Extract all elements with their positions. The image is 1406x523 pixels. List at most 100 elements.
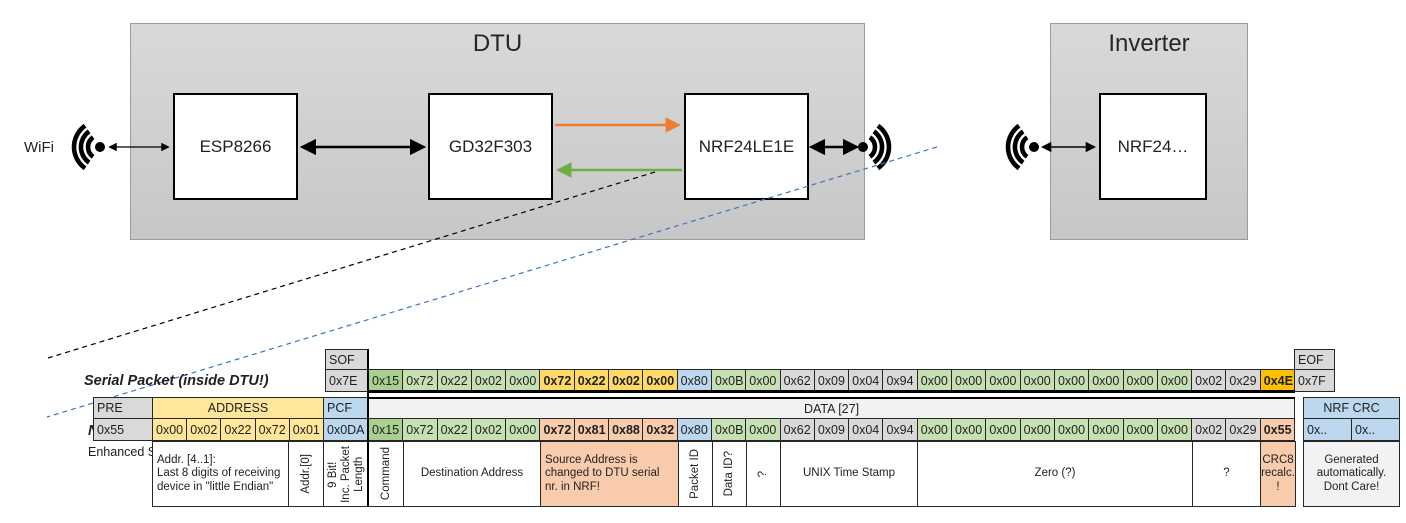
byte-cell: 0x72 (402, 418, 438, 441)
byte-cell: 0x04 (848, 418, 884, 441)
annotation-cell: Destination Address (403, 441, 541, 507)
byte-cell: 0x22 (220, 418, 256, 441)
byte-cell: 0x94 (882, 418, 918, 441)
byte-cell: 0x04 (848, 369, 884, 392)
byte-cell: 0x62 (779, 418, 815, 441)
byte-cell: 0x00 (505, 418, 541, 441)
byte-cell: 0x15 (368, 418, 404, 441)
esp8266-box: ESP8266 (173, 93, 298, 200)
annotation-cell: CRC8 recalc. ! (1260, 441, 1296, 507)
wifi-icon (858, 123, 892, 171)
byte-cell: 0x29 (1225, 418, 1261, 441)
byte-cell: 0x02 (1191, 418, 1227, 441)
byte-cell: 0x80 (676, 418, 712, 441)
nrf-crc-header: NRF CRC (1303, 397, 1400, 419)
byte-cell: 0x.. (1303, 418, 1352, 441)
wifi-icon (71, 123, 105, 171)
annotation-cell: Source Address is changed to DTU serial … (540, 441, 679, 507)
sof-header: SOF (325, 349, 369, 370)
byte-cell: 0x62 (779, 369, 815, 392)
byte-cell: 0x22 (436, 418, 472, 441)
byte-cell: 0x32 (642, 418, 678, 441)
byte-cell: 0x4E (1259, 369, 1296, 392)
byte-cell: 0x02 (470, 418, 507, 441)
serial-packet-label: Serial Packet (inside DTU!) (84, 373, 269, 389)
annotation-cell: Command (368, 441, 404, 507)
byte-cell: 0x00 (1156, 369, 1193, 392)
byte-cell: 0x02 (470, 369, 507, 392)
annotation-cell: UNIX Time Stamp (780, 441, 918, 507)
byte-cell: 0x00 (152, 418, 188, 441)
byte-cell: 0x72 (402, 369, 438, 392)
byte-cell: 0x80 (676, 369, 712, 392)
byte-cell: 0x00 (951, 418, 987, 441)
annotation-cell: Addr.[0] (288, 441, 324, 507)
eof-header: EOF (1294, 349, 1335, 370)
byte-cell: 0x72 (539, 369, 575, 392)
byte-cell: 0x00 (985, 418, 1021, 441)
byte-cell: 0x00 (1019, 418, 1055, 441)
byte-cell: 0x81 (573, 418, 610, 441)
pcf-header: PCF (323, 397, 369, 419)
byte-cell: 0x00 (916, 369, 953, 392)
byte-cell: 0x22 (436, 369, 472, 392)
byte-cell: 0x00 (1088, 418, 1124, 441)
byte-cell: 0x00 (1053, 369, 1090, 392)
byte-cell: 0x00 (642, 369, 678, 392)
byte-cell: 0x29 (1225, 369, 1261, 392)
byte-cell: 0x94 (882, 369, 918, 392)
data-header: DATA [27] (368, 397, 1295, 419)
byte-cell: 0x01 (288, 418, 324, 441)
byte-cell: 0x00 (505, 369, 541, 392)
nrf24le1e-box: NRF24LE1E (684, 93, 809, 200)
byte-cell: 0x00 (1053, 418, 1090, 441)
byte-cell: 0x72 (539, 418, 575, 441)
address-header: ADDRESS (152, 397, 324, 419)
byte-cell: 0x00 (1156, 418, 1193, 441)
byte-cell: 0x15 (368, 369, 404, 392)
wifi-icon (1005, 123, 1039, 171)
annotation-cell: ? (746, 441, 781, 507)
byte-cell: 0x22 (573, 369, 610, 392)
byte-cell: 0x0B (710, 369, 747, 392)
gd32f303-box: GD32F303 (428, 93, 553, 200)
byte-cell: 0x00 (985, 369, 1021, 392)
annotation-cell: Addr. [4..1]: Last 8 digits of receiving… (152, 441, 290, 507)
byte-cell: 0x02 (608, 369, 644, 392)
byte-cell: 0x00 (1122, 369, 1158, 392)
byte-cell: 0x55 (1259, 418, 1296, 441)
byte-cell: 0x00 (1088, 369, 1124, 392)
byte-cell: 0x00 (745, 418, 781, 441)
byte-cell: 0x09 (813, 418, 850, 441)
eof-value: 0x7F (1294, 369, 1335, 392)
pcf-value: 0x0DA (323, 418, 369, 441)
serial-start-divider (366, 349, 369, 507)
annotation-cell: Generated automatically. Dont Care! (1303, 441, 1400, 507)
byte-cell: 0x00 (1019, 369, 1055, 392)
annotation-cell: ? (1192, 441, 1261, 507)
byte-cell: 0x00 (745, 369, 781, 392)
inverter-title: Inverter (1108, 30, 1190, 57)
pre-header: PRE (93, 397, 153, 419)
sof-value: 0x7E (325, 369, 369, 392)
serial-bottom-border (368, 390, 1295, 393)
byte-cell: 0x00 (951, 369, 987, 392)
byte-cell: 0x00 (916, 418, 953, 441)
byte-cell: 0x72 (254, 418, 290, 441)
dtu-title: DTU (472, 30, 523, 57)
pre-value: 0x55 (93, 418, 153, 441)
annotation-cell: Data ID? (712, 441, 747, 507)
wifi-label: WiFi (24, 139, 54, 156)
byte-cell: 0x09 (813, 369, 850, 392)
nrf-crc-row: 0x..0x.. (1303, 418, 1400, 441)
byte-cell: 0x88 (608, 418, 644, 441)
byte-cell: 0x0B (710, 418, 747, 441)
byte-cell: 0x02 (186, 418, 222, 441)
annotation-cell: 9 Bit! Inc. Packet Length (323, 441, 369, 507)
byte-cell: 0x02 (1191, 369, 1227, 392)
byte-cell: 0x00 (1122, 418, 1158, 441)
